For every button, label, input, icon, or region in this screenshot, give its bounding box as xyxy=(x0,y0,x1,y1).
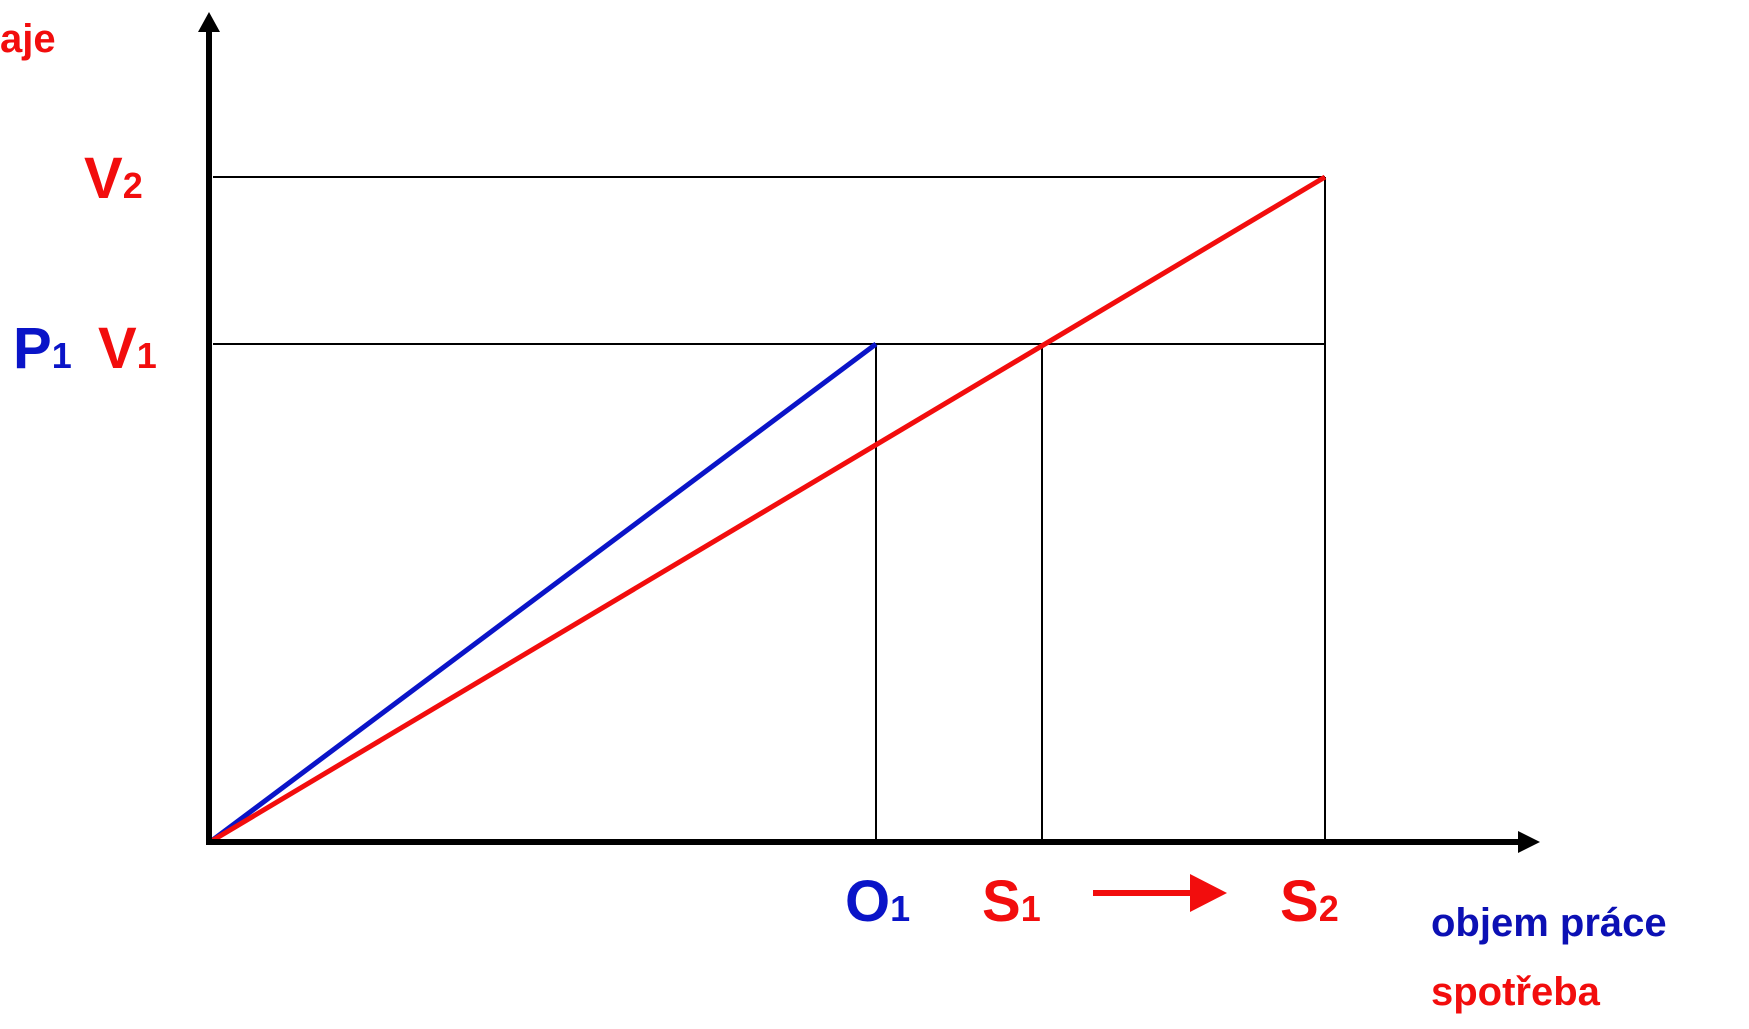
y-axis-arrowhead xyxy=(198,12,220,32)
y-axis-label: aje xyxy=(0,17,56,61)
x-axis-label-consumption: spotřeba xyxy=(1431,970,1600,1014)
y-mark-v2: V2 xyxy=(84,146,143,211)
blue-line-p xyxy=(208,341,878,845)
y-mark-v1: V1 xyxy=(98,316,157,381)
x-axis-label-work: objem práce xyxy=(1431,901,1667,945)
s1-to-s2-arrowhead xyxy=(1190,874,1227,912)
x-mark-s1: S1 xyxy=(982,869,1041,934)
x-mark-o1: O1 xyxy=(845,869,911,934)
red-line-v xyxy=(208,174,1327,845)
x-mark-s2: S2 xyxy=(1280,869,1339,934)
x-axis-arrowhead xyxy=(1518,831,1540,853)
y-mark-p1: P1 xyxy=(13,316,72,381)
